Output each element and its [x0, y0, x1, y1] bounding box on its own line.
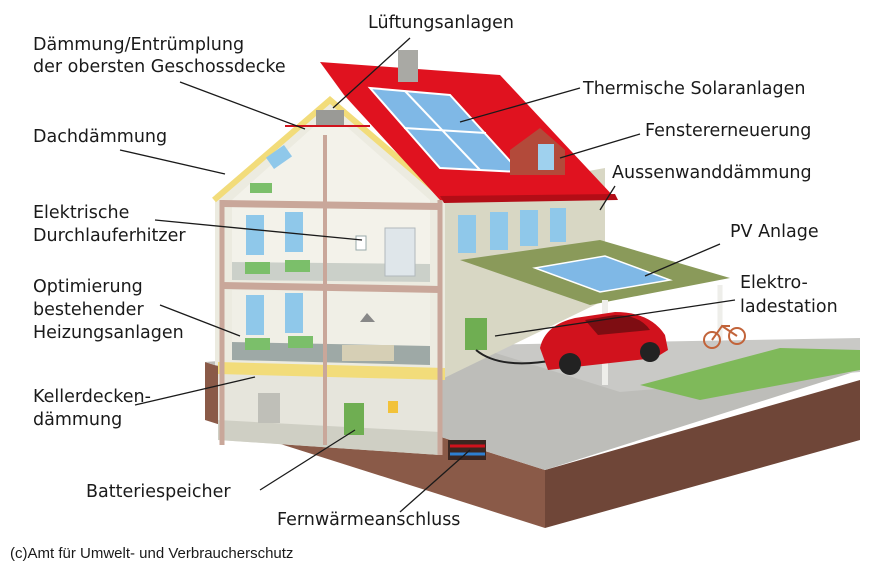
- label-daemmung-line2: der obersten Geschossdecke: [33, 56, 286, 78]
- label-solaranlagen: Thermische Solaranlagen: [583, 78, 805, 100]
- copyright-credit: (c)Amt für Umwelt- und Verbraucherschutz: [10, 545, 293, 562]
- label-elektro-line1: Elektro-: [740, 272, 808, 294]
- label-durchlauf-line2: Durchlauferhitzer: [33, 225, 186, 247]
- car-wheel-rear: [640, 342, 660, 362]
- ventilation-unit: [316, 110, 344, 126]
- window-in-1: [246, 215, 264, 255]
- heater-2: [245, 262, 270, 274]
- tank: [258, 393, 280, 423]
- label-fenstererneuerung: Fenstererneuerung: [645, 120, 811, 142]
- label-optimierung-line2: bestehender: [33, 299, 144, 321]
- label-lueftungsanlagen: Lüftungsanlagen: [368, 12, 514, 34]
- window-in-4: [285, 293, 303, 333]
- boiler-heater: [356, 236, 366, 250]
- charging-station: [465, 318, 487, 350]
- label-dachdaemmung: Dachdämmung: [33, 126, 167, 148]
- label-daemmung-line1: Dämmung/Entrümplung: [33, 34, 244, 56]
- boiler-small: [388, 401, 398, 413]
- label-durchlauf-line1: Elektrische: [33, 202, 129, 224]
- district-heating-pipe: [448, 440, 486, 460]
- label-elektro-line2: ladestation: [740, 296, 838, 318]
- label-fernwaermeanschluss: Fernwärmeanschluss: [277, 509, 460, 531]
- shower: [385, 228, 415, 276]
- heater-1: [250, 183, 272, 193]
- label-kellerdecken-line1: Kellerdecken-: [33, 386, 151, 408]
- label-batteriespeicher: Batteriespeicher: [86, 481, 231, 503]
- car-wheel-front: [559, 353, 581, 375]
- label-optimierung-line1: Optimierung: [33, 276, 143, 298]
- heater-4: [245, 338, 270, 350]
- window-in-3: [246, 295, 264, 335]
- window-in-2: [285, 212, 303, 252]
- label-aussenwanddaemmung: Aussenwanddämmung: [612, 162, 812, 184]
- sofa: [342, 345, 394, 361]
- window-side-2: [490, 212, 508, 250]
- window-side-1: [458, 215, 476, 253]
- window-side-4: [550, 208, 566, 242]
- label-kellerdecken-line2: dämmung: [33, 409, 122, 431]
- window-side-3: [520, 210, 538, 246]
- heater-5: [288, 336, 313, 348]
- label-optimierung-line3: Heizungsanlagen: [33, 322, 184, 344]
- dormer-window: [538, 144, 554, 170]
- chimney: [398, 50, 418, 82]
- label-pv-anlage: PV Anlage: [730, 221, 819, 243]
- heater-3: [285, 260, 310, 272]
